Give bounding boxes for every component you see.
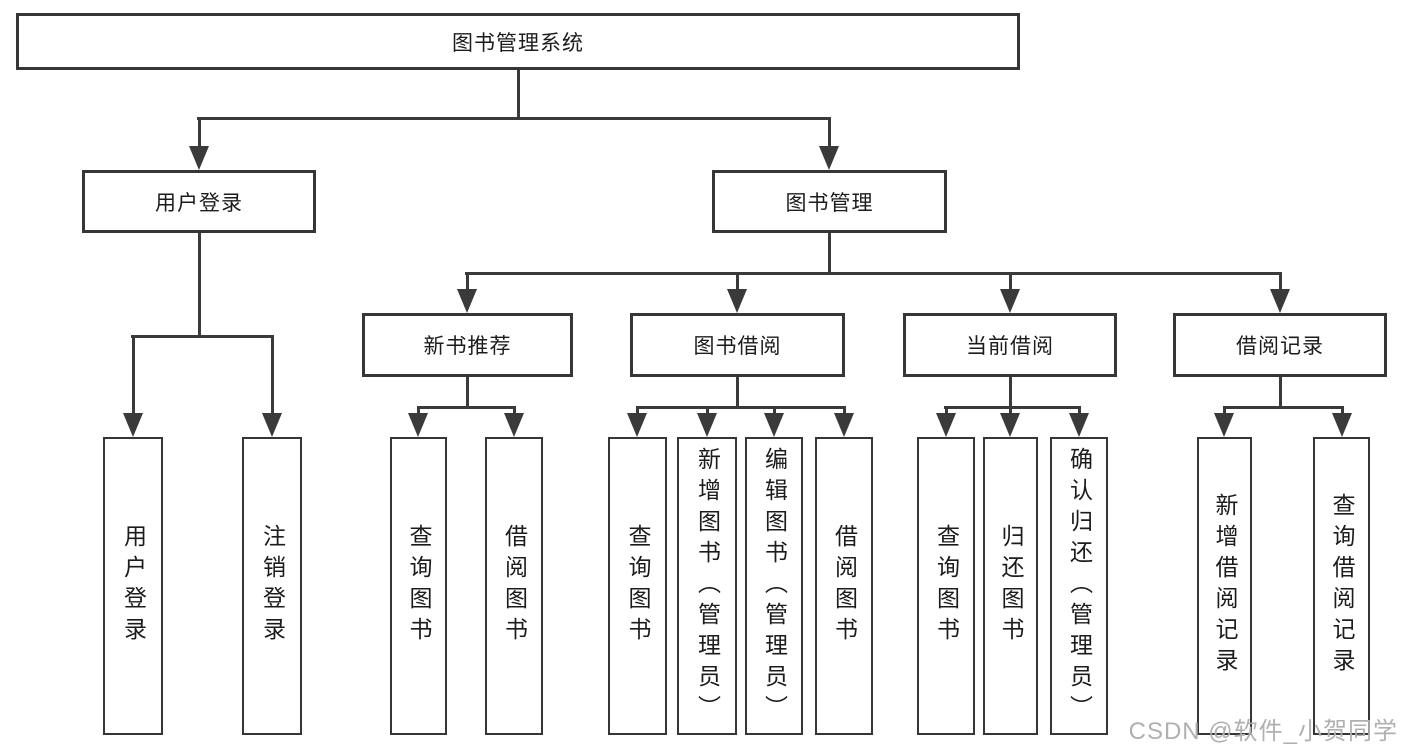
connector-line xyxy=(131,335,135,417)
connector-line xyxy=(1278,377,1282,408)
connector-line xyxy=(1008,272,1012,293)
node-leaf-borrow-books-1-label: 借阅图书 xyxy=(501,524,528,648)
connector-line xyxy=(827,117,831,150)
arrowhead-down-icon xyxy=(408,413,428,437)
connector-line xyxy=(772,406,776,417)
arrowhead-down-icon xyxy=(1214,413,1234,437)
node-leaf-logout-label: 注销登录 xyxy=(259,524,286,648)
node-current-borrowing-label: 当前借阅 xyxy=(966,335,1054,358)
arrowhead-down-icon xyxy=(262,413,282,437)
connector-line xyxy=(465,377,469,408)
node-leaf-edit-book-admin: 编辑图书（管理员） xyxy=(745,437,803,735)
node-leaf-add-book-admin: 新增图书（管理员） xyxy=(677,437,737,735)
node-leaf-query-books-2: 查询图书 xyxy=(608,437,667,735)
node-book-management-label: 图书管理 xyxy=(785,191,874,215)
arrowhead-down-icon xyxy=(1069,413,1089,437)
node-leaf-user-login-label: 用户登录 xyxy=(120,524,147,648)
connector-line xyxy=(735,377,739,408)
connector-line xyxy=(944,406,948,417)
arrowhead-down-icon xyxy=(627,413,647,437)
node-leaf-return-book-label: 归还图书 xyxy=(998,524,1024,648)
node-leaf-query-books-2-label: 查询图书 xyxy=(625,524,651,648)
connector-line xyxy=(1008,377,1012,408)
arrowhead-down-icon xyxy=(764,413,784,437)
arrowhead-down-icon xyxy=(123,413,143,437)
connector-line xyxy=(197,117,201,150)
connector-line xyxy=(516,70,520,118)
arrowhead-down-icon xyxy=(1000,289,1020,313)
connector-line xyxy=(465,272,1282,275)
node-leaf-query-borrow-record: 查询借阅记录 xyxy=(1313,437,1370,735)
node-leaf-query-books-1-label: 查询图书 xyxy=(406,524,432,648)
connector-line xyxy=(1340,406,1344,417)
connector-line xyxy=(417,406,516,409)
connector-line xyxy=(416,406,420,417)
node-user-login-label: 用户登录 xyxy=(155,191,243,215)
connector-line xyxy=(636,406,846,409)
connector-line xyxy=(842,406,846,417)
connector-line xyxy=(1077,406,1081,417)
node-leaf-confirm-return-admin: 确认归还（管理员） xyxy=(1050,437,1108,735)
connector-line xyxy=(131,335,274,338)
arrowhead-down-icon xyxy=(697,413,717,437)
connector-line xyxy=(735,272,739,293)
node-leaf-query-borrow-record-label: 查询借阅记录 xyxy=(1329,493,1355,679)
connector-line xyxy=(197,117,831,120)
arrowhead-down-icon xyxy=(834,413,854,437)
connector-line xyxy=(1223,406,1344,409)
node-leaf-return-book: 归还图书 xyxy=(983,437,1038,735)
node-new-book-recommend-label: 新书推荐 xyxy=(423,335,512,358)
connector-line xyxy=(635,406,639,417)
arrowhead-down-icon xyxy=(936,413,956,437)
node-leaf-query-books-3: 查询图书 xyxy=(917,437,975,735)
connector-line xyxy=(1008,406,1012,417)
node-borrow-records-label: 借阅记录 xyxy=(1236,335,1324,358)
connector-line xyxy=(512,406,516,417)
node-root: 图书管理系统 xyxy=(16,13,1020,70)
connector-line xyxy=(944,406,1081,409)
node-leaf-add-borrow-record: 新增借阅记录 xyxy=(1197,437,1252,735)
arrowhead-down-icon xyxy=(1332,413,1352,437)
connector-line xyxy=(1222,406,1226,417)
arrowhead-down-icon xyxy=(1270,289,1290,313)
connector-line xyxy=(465,272,469,293)
node-leaf-add-book-admin-label: 新增图书（管理员） xyxy=(694,446,721,726)
arrowhead-down-icon xyxy=(189,146,209,170)
arrowhead-down-icon xyxy=(457,289,477,313)
connector-line xyxy=(197,233,201,337)
node-leaf-user-login: 用户登录 xyxy=(103,437,163,735)
connector-line xyxy=(1278,272,1282,293)
arrowhead-down-icon xyxy=(819,146,839,170)
node-leaf-borrow-books-2-label: 借阅图书 xyxy=(831,524,858,648)
node-current-borrowing: 当前借阅 xyxy=(903,313,1117,377)
node-book-borrowing-label: 图书借阅 xyxy=(693,335,782,358)
node-borrow-records: 借阅记录 xyxy=(1173,313,1387,377)
node-leaf-borrow-books-1: 借阅图书 xyxy=(485,437,543,735)
node-book-borrowing: 图书借阅 xyxy=(630,313,845,377)
csdn-watermark: CSDN @软件_小贺同学 xyxy=(1128,718,1398,745)
connector-line xyxy=(705,406,709,417)
arrowhead-down-icon xyxy=(1000,413,1020,437)
node-leaf-query-books-3-label: 查询图书 xyxy=(933,524,960,648)
node-leaf-logout: 注销登录 xyxy=(242,437,302,735)
arrowhead-down-icon xyxy=(504,413,524,437)
arrowhead-down-icon xyxy=(727,289,747,313)
connector-line xyxy=(827,233,831,274)
node-user-login: 用户登录 xyxy=(82,170,316,233)
node-leaf-edit-book-admin-label: 编辑图书（管理员） xyxy=(761,446,788,726)
node-root-label: 图书管理系统 xyxy=(452,31,584,55)
node-leaf-query-books-1: 查询图书 xyxy=(390,437,447,735)
node-leaf-borrow-books-2: 借阅图书 xyxy=(815,437,873,735)
node-book-management: 图书管理 xyxy=(712,170,947,233)
node-new-book-recommend: 新书推荐 xyxy=(362,313,573,377)
node-leaf-add-borrow-record-label: 新增借阅记录 xyxy=(1212,493,1238,679)
node-leaf-confirm-return-admin-label: 确认归还（管理员） xyxy=(1066,446,1093,726)
connector-line xyxy=(270,335,274,417)
